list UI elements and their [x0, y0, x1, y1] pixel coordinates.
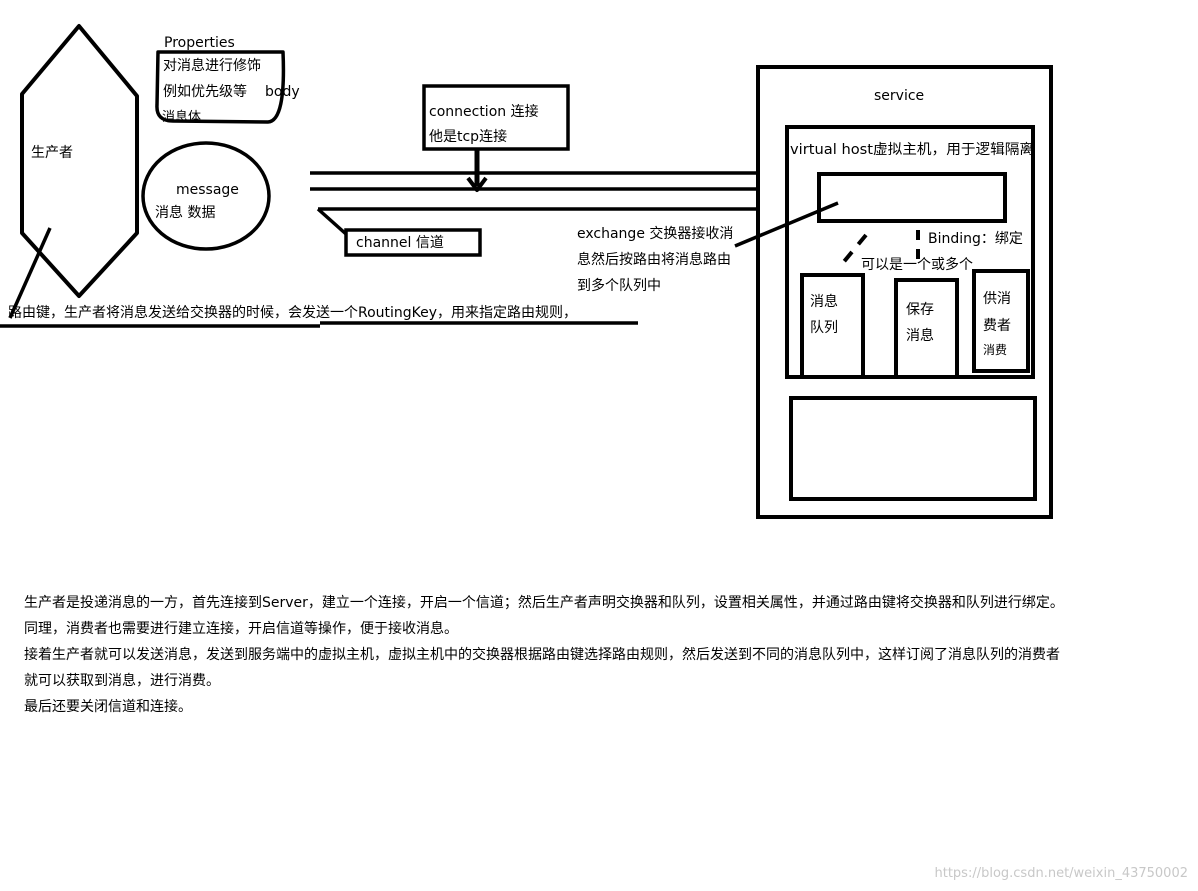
exchange-line-2: 息然后按路由将消息路由	[577, 251, 731, 268]
explanation-line-1: 生产者是投递消息的一方，首先连接到Server，建立一个连接，开启一个信道；然后…	[24, 595, 1064, 611]
channel-pointer	[316, 207, 348, 236]
channel-box	[344, 228, 482, 257]
properties-title: Properties	[164, 35, 235, 51]
service-title: service	[874, 88, 924, 104]
properties-line-1: 对消息进行修饰	[163, 57, 261, 74]
properties-line-2: 例如优先级等	[163, 83, 247, 100]
exchange-line-1: exchange 交换器接收消	[577, 225, 733, 242]
message-title: message	[176, 182, 239, 198]
properties-line-3: 消息体	[162, 109, 201, 125]
producer-shape	[20, 24, 139, 298]
producer-label: 生产者	[31, 145, 73, 161]
message-queue-line-1: 消息	[810, 293, 838, 310]
watermark: https://blog.csdn.net/weixin_43750002	[934, 866, 1188, 881]
properties-callout	[155, 50, 286, 124]
service-box	[756, 65, 1053, 519]
message-ellipse	[141, 141, 271, 251]
consumer-line-1: 供消	[983, 291, 1011, 307]
consumer-box	[972, 269, 1030, 373]
explanation-line-5: 最后还要关闭信道和连接。	[24, 699, 192, 715]
service-lower-box	[789, 396, 1037, 501]
properties-body: body	[265, 84, 300, 100]
exchange-line-3: 到多个队列中	[577, 277, 661, 294]
binding-label: Binding：绑定	[928, 231, 1023, 247]
explanation-text: 生产者是投递消息的一方，首先连接到Server，建立一个连接，开启一个信道；然后…	[24, 590, 1184, 720]
connection-line-1: connection 连接	[429, 103, 539, 120]
channel-label: channel 信道	[356, 235, 444, 251]
explanation-line-3: 接着生产者就可以发送消息，发送到服务端中的虚拟主机，虚拟主机中的交换器根据路由键…	[24, 647, 1060, 663]
consumer-line-3: 消费	[983, 343, 1007, 357]
store-message-line-1: 保存	[906, 302, 934, 318]
message-queue-box	[800, 273, 865, 379]
binding-count-label: 可以是一个或多个	[861, 256, 973, 273]
explanation-line-2: 同理，消费者也需要进行建立连接，开启信道等操作，便于接收消息。	[24, 621, 458, 637]
binding-dash-left	[840, 233, 868, 266]
connection-line-2: 他是tcp连接	[429, 128, 507, 145]
connection-box	[422, 84, 570, 151]
store-message-box	[894, 278, 959, 379]
routing-key-text: 路由键，生产者将消息发送给交换器的时候，会发送一个RoutingKey，用来指定…	[8, 304, 577, 321]
exchange-pointer	[734, 201, 839, 248]
exchange-box	[817, 172, 1007, 223]
explanation-line-4: 就可以获取到消息，进行消费。	[24, 673, 220, 689]
consumer-line-2: 费者	[983, 318, 1011, 334]
virtual-host-label: virtual host虚拟主机，用于逻辑隔离	[790, 141, 1034, 158]
message-subtitle: 消息 数据	[155, 204, 215, 221]
message-queue-line-2: 队列	[810, 320, 838, 336]
store-message-line-2: 消息	[906, 327, 934, 344]
routing-key-pointer	[8, 227, 52, 319]
